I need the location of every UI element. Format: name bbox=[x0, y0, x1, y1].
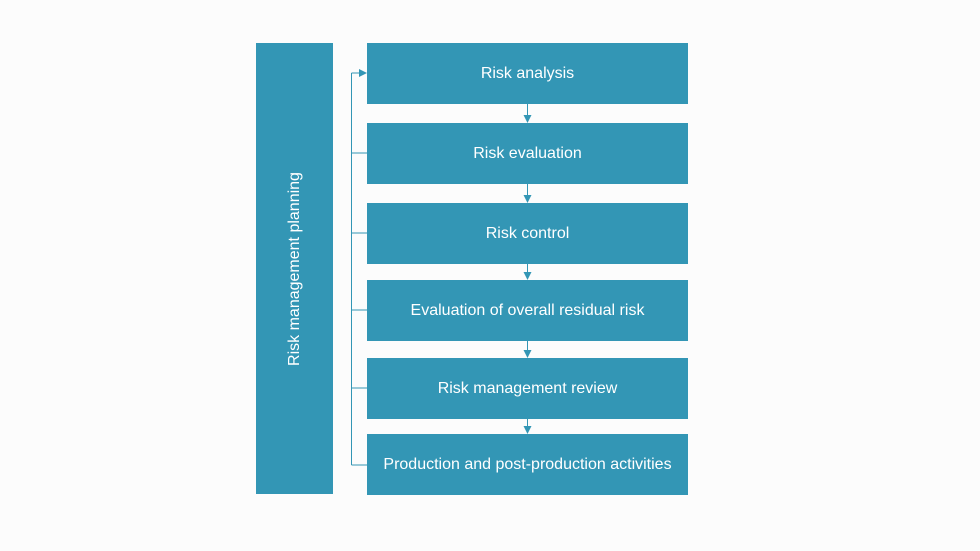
step-residual-risk: Evaluation of overall residual risk bbox=[367, 280, 688, 341]
step-risk-evaluation: Risk evaluation bbox=[367, 123, 688, 184]
step-label: Risk evaluation bbox=[473, 144, 582, 162]
step-management-review: Risk management review bbox=[367, 358, 688, 419]
step-production-activities: Production and post-production activitie… bbox=[367, 434, 688, 495]
step-label: Risk control bbox=[485, 224, 570, 242]
planning-box: Risk management planning bbox=[256, 43, 333, 494]
step-risk-control: Risk control bbox=[367, 203, 688, 264]
step-label: Production and post-production activitie… bbox=[383, 455, 672, 473]
step-label: Risk analysis bbox=[480, 64, 575, 82]
step-label: Risk management review bbox=[437, 379, 618, 397]
step-label: Evaluation of overall residual risk bbox=[410, 301, 645, 319]
step-risk-analysis: Risk analysis bbox=[367, 43, 688, 104]
